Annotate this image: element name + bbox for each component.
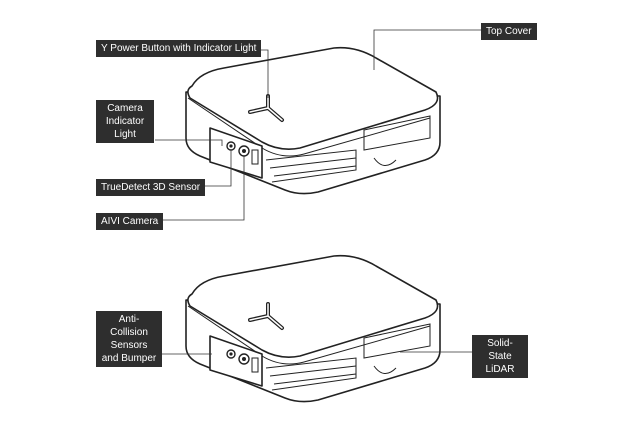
label-power-button: Y Power Button with Indicator Light: [96, 40, 262, 57]
label-camera-indicator: Camera Indicator Light: [96, 100, 154, 143]
y-logo-icon: [248, 302, 284, 330]
robot-bottom-view: [185, 254, 441, 403]
label-truedetect-sensor: TrueDetect 3D Sensor: [96, 179, 206, 196]
label-lidar: Solid-State LiDAR: [472, 335, 528, 378]
label-top-cover: Top Cover: [481, 23, 537, 40]
robot-top-view: [185, 46, 441, 195]
lidar-window: [363, 323, 431, 359]
label-aivi-camera: AIVI Camera: [96, 213, 164, 230]
top-cover: [187, 46, 439, 150]
leader-lines: [155, 29, 481, 355]
label-anti-collision: Anti-Collision Sensors and Bumper: [96, 311, 162, 367]
